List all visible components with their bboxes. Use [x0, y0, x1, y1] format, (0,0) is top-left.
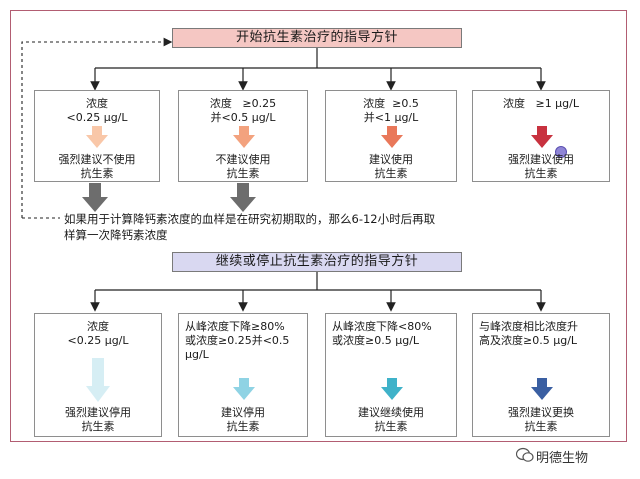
grey-down-arrow — [82, 183, 256, 212]
down-arrow-icon — [531, 126, 553, 148]
concentration-label: 浓度 ≥1 μg/L — [502, 97, 580, 110]
bottom-box-3: 从峰浓度下降<80% 或浓度≥0.5 μg/L 建议继续使用 抗生素 — [325, 313, 457, 437]
recommendation-label: 不建议使用 抗生素 — [215, 153, 271, 180]
watermark-text: 明德生物 — [536, 451, 589, 466]
diagram-frame — [10, 10, 627, 442]
down-arrow-icon — [233, 378, 255, 400]
concentration-label: 浓度 ≥0.5 并<1 μg/L — [363, 97, 419, 124]
top-box-1: 浓度 <0.25 μg/L 强烈建议不使用 抗生素 — [34, 90, 160, 182]
down-arrow-icon — [86, 358, 110, 402]
recommendation-label: 建议使用 抗生素 — [369, 153, 413, 180]
down-arrow-icon — [86, 126, 108, 148]
recommendation-label: 强烈建议不使用 抗生素 — [58, 153, 136, 180]
concentration-label: 浓度 ≥0.25 并<0.5 μg/L — [209, 97, 277, 124]
start-guideline-title: 开始抗生素治疗的指导方针 — [172, 28, 462, 48]
down-arrow-icon — [381, 126, 403, 148]
wechat-icon — [516, 447, 534, 462]
continue-stop-guideline-title: 继续或停止抗生素治疗的指导方针 — [172, 252, 462, 272]
concentration-label: 从峰浓度下降<80% 或浓度≥0.5 μg/L — [332, 320, 432, 347]
concentration-label: 从峰浓度下降≥80% 或浓度≥0.25并<0.5 μg/L — [185, 320, 290, 361]
bottom-box-1: 浓度 <0.25 μg/L 强烈建议停用 抗生素 — [34, 313, 162, 437]
top-box-4: 浓度 ≥1 μg/L 强烈建议使用 抗生素 — [472, 90, 610, 182]
recommendation-label: 建议继续使用 抗生素 — [358, 406, 424, 433]
recommendation-label: 建议停用 抗生素 — [221, 406, 265, 433]
concentration-label: 浓度 <0.25 μg/L — [66, 97, 128, 124]
bottom-box-2: 从峰浓度下降≥80% 或浓度≥0.25并<0.5 μg/L 建议停用 抗生素 — [178, 313, 308, 437]
recommendation-label: 强烈建议更换 抗生素 — [508, 406, 574, 433]
down-arrow-icon — [233, 126, 255, 148]
down-arrow-icon — [381, 378, 403, 400]
bottom-box-4: 与峰浓度相比浓度升 高及浓度≥0.5 μg/L 强烈建议更换 抗生素 — [472, 313, 610, 437]
resample-note: 如果用于计算降钙素浓度的血样是在研究初期取的，那么6-12小时后再取 样算一次降… — [64, 212, 436, 242]
concentration-label: 浓度 <0.25 μg/L — [67, 320, 129, 347]
concentration-label: 与峰浓度相比浓度升 高及浓度≥0.5 μg/L — [479, 320, 578, 347]
top-box-3: 浓度 ≥0.5 并<1 μg/L 建议使用 抗生素 — [325, 90, 457, 182]
top-box-2: 浓度 ≥0.25 并<0.5 μg/L 不建议使用 抗生素 — [178, 90, 308, 182]
recommendation-label: 强烈建议使用 抗生素 — [508, 153, 574, 180]
down-arrow-icon — [531, 378, 553, 400]
cursor-dot-icon — [555, 146, 567, 158]
recommendation-label: 强烈建议停用 抗生素 — [65, 406, 131, 433]
